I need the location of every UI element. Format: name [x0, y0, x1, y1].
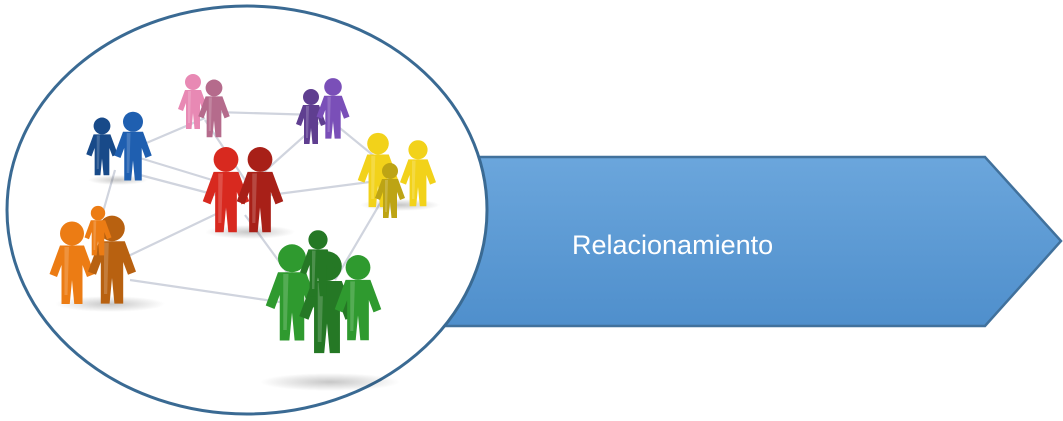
person-figure	[400, 140, 436, 207]
person-figure	[316, 78, 350, 139]
person-figure	[300, 230, 336, 297]
person-figure	[265, 244, 319, 341]
arrow-label: Relacionamiento	[572, 230, 773, 260]
person-figure	[86, 117, 118, 176]
person-figure	[236, 147, 284, 233]
people-network-illustration	[5, 4, 489, 416]
person-figure	[375, 163, 405, 218]
person-figure	[84, 205, 112, 256]
person-figure	[178, 74, 208, 129]
person-figure	[198, 79, 230, 138]
person-figure	[49, 221, 95, 304]
person-figure	[114, 111, 152, 181]
person-figure	[334, 255, 382, 341]
person-figure	[202, 147, 250, 233]
